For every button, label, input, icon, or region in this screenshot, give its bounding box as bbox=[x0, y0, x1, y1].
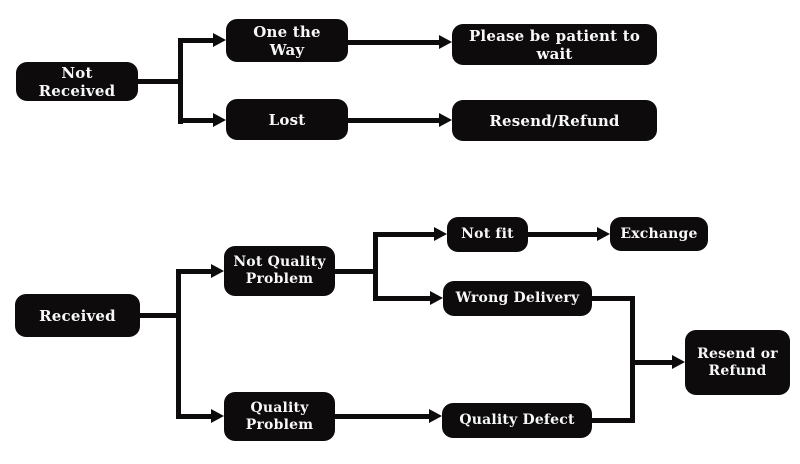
edge-notreceived-stem bbox=[136, 79, 181, 84]
arrowhead-exchange bbox=[597, 227, 610, 241]
edge-notfit-to-exchange bbox=[526, 232, 598, 237]
node-not-fit: Not fit bbox=[447, 217, 528, 252]
edge-wrongdelivery-merge bbox=[590, 296, 635, 301]
arrowhead-one-the-way bbox=[213, 33, 226, 47]
edge-notreceived-branch-vertical bbox=[178, 38, 183, 124]
node-lost: Lost bbox=[226, 99, 348, 140]
edge-to-lost bbox=[178, 118, 214, 123]
edge-notquality-branch-vertical bbox=[373, 232, 378, 301]
edge-to-wrong-delivery bbox=[373, 296, 431, 301]
arrowhead-quality-defect bbox=[429, 409, 442, 423]
arrowhead-quality-problem bbox=[211, 409, 224, 423]
edge-received-branch-vertical bbox=[176, 269, 181, 419]
node-not-quality-problem: Not Quality Problem bbox=[224, 246, 335, 296]
edge-qualityproblem-to-defect bbox=[333, 414, 430, 419]
arrowhead-resend-or-refund bbox=[672, 355, 685, 369]
arrowhead-please-wait bbox=[439, 35, 452, 49]
edge-to-not-quality-problem bbox=[176, 269, 212, 274]
arrowhead-not-quality-problem bbox=[211, 264, 224, 278]
node-wrong-delivery: Wrong Delivery bbox=[443, 281, 592, 316]
node-not-received: Not Received bbox=[16, 62, 138, 101]
node-quality-defect: Quality Defect bbox=[442, 403, 592, 438]
edge-onetheway-to-wait bbox=[346, 40, 440, 45]
arrowhead-lost bbox=[213, 113, 226, 127]
node-one-the-way: One the Way bbox=[226, 19, 348, 62]
node-resend-refund: Resend/Refund bbox=[452, 100, 657, 141]
edge-to-not-fit bbox=[373, 232, 435, 237]
edge-received-stem bbox=[138, 313, 181, 318]
edge-to-resend-or-refund bbox=[630, 360, 672, 365]
edge-merge-vertical bbox=[630, 296, 635, 423]
node-please-be-patient: Please be patient to wait bbox=[452, 24, 657, 65]
node-resend-or-refund: Resend or Refund bbox=[685, 330, 790, 395]
edge-notquality-stem bbox=[333, 269, 378, 274]
arrowhead-not-fit bbox=[434, 227, 447, 241]
node-quality-problem: Quality Problem bbox=[224, 392, 335, 441]
edge-qualitydefect-merge bbox=[590, 418, 635, 423]
edge-lost-to-resend bbox=[346, 118, 440, 123]
node-received: Received bbox=[15, 294, 140, 337]
edge-to-one-the-way bbox=[178, 38, 214, 43]
arrowhead-resend-refund bbox=[439, 113, 452, 127]
arrowhead-wrong-delivery bbox=[430, 291, 443, 305]
node-exchange: Exchange bbox=[610, 217, 708, 251]
edge-to-quality-problem bbox=[176, 414, 212, 419]
